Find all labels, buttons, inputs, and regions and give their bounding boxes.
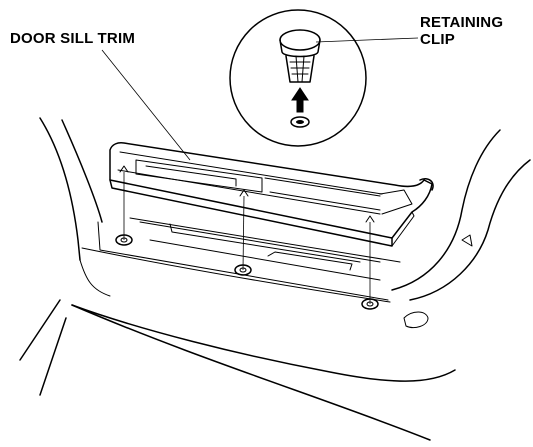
leader-retaining-clip: [315, 37, 419, 43]
door-sill-trim-part: [109, 142, 434, 247]
label-retaining-clip-line1: RETAINING: [420, 14, 504, 31]
label-retaining-clip: RETAINING CLIP: [420, 14, 503, 48]
car-body-outline: [19, 117, 531, 441]
alignment-lines: [123, 172, 371, 304]
clip-detail-inset: [229, 9, 367, 147]
leader-lines: [101, 37, 419, 161]
label-retaining-clip-line2: CLIP: [420, 31, 455, 48]
leader-door-sill-trim: [101, 49, 191, 161]
clip-holes: [115, 234, 379, 310]
sill-panel: [129, 217, 401, 281]
label-door-sill-trim: DOOR SILL TRIM: [10, 30, 136, 47]
up-arrow-icon: [291, 87, 309, 113]
